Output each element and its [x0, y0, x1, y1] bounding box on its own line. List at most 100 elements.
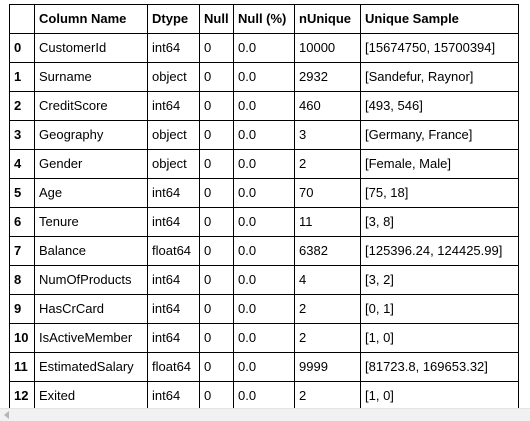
table-cell: 0.0 — [233, 62, 295, 92]
table-cell: 70 — [294, 178, 361, 208]
table-cell: [3, 8] — [360, 207, 519, 237]
table-cell: CustomerId — [34, 33, 148, 63]
table-cell: 0.0 — [233, 149, 295, 179]
table-cell: int64 — [147, 33, 200, 63]
column-header: Unique Sample — [360, 4, 519, 34]
table-cell: 0 — [199, 149, 234, 179]
row-index: 5 — [9, 178, 35, 208]
table-cell: 0.0 — [233, 33, 295, 63]
table-cell: 2932 — [294, 62, 361, 92]
row-index: 8 — [9, 265, 35, 295]
table-cell: Gender — [34, 149, 148, 179]
table-cell: 0.0 — [233, 236, 295, 266]
table-cell: 2 — [294, 149, 361, 179]
table-cell: 0.0 — [233, 207, 295, 237]
table-cell: int64 — [147, 91, 200, 121]
table-cell: [1, 0] — [360, 381, 519, 411]
header-row: Column Name Dtype Null Null (%) nUnique … — [9, 4, 519, 34]
row-index: 4 — [9, 149, 35, 179]
table-cell: 4 — [294, 265, 361, 295]
table-cell: Exited — [34, 381, 148, 411]
table-cell: 0 — [199, 120, 234, 150]
table-cell: int64 — [147, 178, 200, 208]
table-cell: 0 — [199, 178, 234, 208]
column-header: Null (%) — [233, 4, 295, 34]
table-cell: 460 — [294, 91, 361, 121]
table-cell: 0 — [199, 323, 234, 353]
table-cell: [125396.24, 124425.99] — [360, 236, 519, 266]
table-cell: 0.0 — [233, 120, 295, 150]
table-cell: int64 — [147, 381, 200, 411]
column-header: Column Name — [34, 4, 148, 34]
table-cell: 11 — [294, 207, 361, 237]
table-cell: [3, 2] — [360, 265, 519, 295]
table-cell: 0 — [199, 62, 234, 92]
table-cell: 2 — [294, 294, 361, 324]
table-cell: HasCrCard — [34, 294, 148, 324]
row-index: 10 — [9, 323, 35, 353]
table-cell: 0 — [199, 265, 234, 295]
column-header: Dtype — [147, 4, 200, 34]
horizontal-scrollbar[interactable] — [0, 408, 530, 421]
table-cell: CreditScore — [34, 91, 148, 121]
table-cell: int64 — [147, 294, 200, 324]
table-cell: 2 — [294, 381, 361, 411]
table-cell: Age — [34, 178, 148, 208]
table-cell: 2 — [294, 323, 361, 353]
table-cell: [493, 546] — [360, 91, 519, 121]
table-cell: 9999 — [294, 352, 361, 382]
table-cell: NumOfProducts — [34, 265, 148, 295]
table-cell: IsActiveMember — [34, 323, 148, 353]
row-index: 1 — [9, 62, 35, 92]
column-header: Null — [199, 4, 234, 34]
table-cell: 0 — [199, 236, 234, 266]
table-cell: 0 — [199, 352, 234, 382]
table-cell: Balance — [34, 236, 148, 266]
row-index: 6 — [9, 207, 35, 237]
table-cell: float64 — [147, 352, 200, 382]
table-cell: 0 — [199, 381, 234, 411]
table-cell: [81723.8, 169653.32] — [360, 352, 519, 382]
table-cell: [Sandefur, Raynor] — [360, 62, 519, 92]
table-cell: object — [147, 120, 200, 150]
table-cell: 3 — [294, 120, 361, 150]
row-index: 11 — [9, 352, 35, 382]
dataframe-table: Column Name Dtype Null Null (%) nUnique … — [9, 4, 519, 411]
table-cell: 6382 — [294, 236, 361, 266]
table-cell: Geography — [34, 120, 148, 150]
table-cell: 0 — [199, 207, 234, 237]
table-cell: [0, 1] — [360, 294, 519, 324]
table-cell: [75, 18] — [360, 178, 519, 208]
table-cell: int64 — [147, 323, 200, 353]
table-cell: 0.0 — [233, 352, 295, 382]
table-cell: int64 — [147, 207, 200, 237]
column-header: nUnique — [294, 4, 361, 34]
table-cell: EstimatedSalary — [34, 352, 148, 382]
table-cell: object — [147, 62, 200, 92]
table-cell: 0.0 — [233, 178, 295, 208]
table-cell: 0 — [199, 294, 234, 324]
table-cell: Surname — [34, 62, 148, 92]
table-cell: int64 — [147, 265, 200, 295]
row-index: 7 — [9, 236, 35, 266]
table-cell: 0.0 — [233, 265, 295, 295]
table-cell: 0.0 — [233, 381, 295, 411]
row-index: 12 — [9, 381, 35, 411]
row-index: 0 — [9, 33, 35, 63]
index-header — [9, 4, 35, 34]
row-index: 2 — [9, 91, 35, 121]
scroll-left-arrow-icon[interactable] — [4, 411, 9, 419]
table-cell: [1, 0] — [360, 323, 519, 353]
